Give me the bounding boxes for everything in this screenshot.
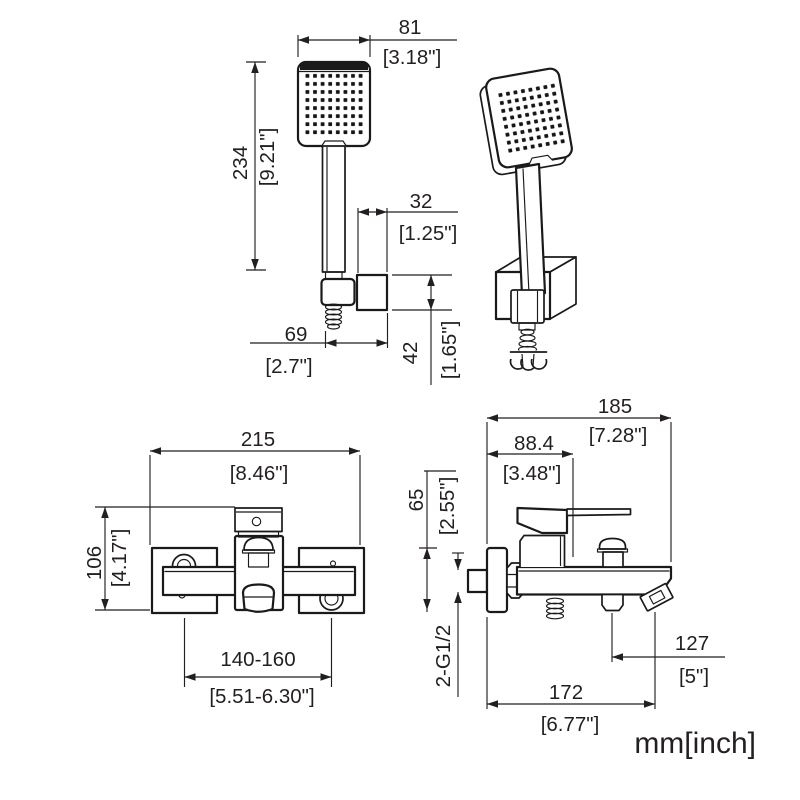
inlet-centers-mm: 140-160 [220, 648, 295, 671]
body-height-in: [4.17"] [108, 529, 131, 588]
dim-total-height: 234 [9.21"] [229, 61, 279, 271]
shower-head [296, 60, 372, 148]
inlet-centers-in: [5.51-6.30"] [209, 685, 314, 708]
hose-coil [324, 303, 343, 330]
diverter-knob [596, 537, 629, 568]
dim-inlet-thread: 2-G1/2 [432, 552, 464, 697]
dim-head-width: 81 [3.18"] [297, 16, 457, 69]
handle-depth-in: [3.48"] [503, 462, 562, 485]
lever-handle-side [516, 506, 632, 535]
shower-handle [321, 145, 346, 280]
diverter-reach-mm: 127 [675, 632, 709, 655]
plate-height-in: [2.55"] [436, 477, 459, 536]
hose-connector-3d [517, 322, 538, 354]
shower-head-3d [479, 67, 573, 176]
total-width-mm: 215 [241, 428, 275, 451]
shower-handle-3d [514, 162, 547, 297]
total-height-mm: 234 [229, 146, 252, 180]
diverter-pull [601, 593, 624, 612]
inlet-stub [466, 568, 489, 594]
mixer-side-view: 185 [7.28"] 88.4 [3.48"] 65 [2.55"] [405, 395, 725, 736]
shower-head-top-band [300, 63, 368, 70]
hand-shower-front-view: 81 [3.18"] 234 [9.21"] 32 [1.25"] [229, 16, 461, 385]
plate-height-mm: 65 [405, 489, 428, 512]
dim-body-height: 106 [4.17"] [83, 506, 235, 611]
spout-reach-mm: 172 [549, 681, 583, 704]
dim-holder-width: 32 [1.25"] [357, 190, 458, 273]
holder-width-mm: 32 [410, 190, 433, 213]
dim-handle-depth: 88.4 [3.48"] [487, 432, 574, 557]
shower-outlet-coil [545, 597, 565, 620]
dim-total-depth: 185 [7.28"] [486, 395, 672, 562]
spout-front [241, 583, 276, 613]
dim-holder-height: 42 [1.65"] [392, 274, 461, 385]
spout-reach-in: [6.77"] [541, 713, 600, 736]
lever-handle-front [234, 507, 283, 568]
head-width-mm: 81 [399, 16, 422, 39]
holder-clamp-3d [510, 289, 545, 324]
units-label: mm[inch] [634, 727, 756, 760]
spray-nozzle-grid [304, 71, 364, 135]
hose-clearance-mm: 69 [285, 323, 308, 346]
head-width-in: [3.18"] [383, 46, 442, 69]
inlet-thread-label: 2-G1/2 [432, 625, 455, 688]
holder-height-in: [1.65"] [438, 321, 461, 380]
spout-outlet [639, 582, 674, 612]
total-height-in: [9.21"] [256, 128, 279, 187]
holder-width-in: [1.25"] [399, 222, 458, 245]
dim-inlet-centers: 140-160 [5.51-6.30"] [183, 618, 333, 708]
mixer-front-view: 215 [8.46"] 106 [4.17"] 140-160 [5.51-6.… [83, 428, 366, 708]
dim-spout-reach: 172 [6.77"] [486, 612, 656, 736]
diverter-reach-in: [5"] [679, 665, 709, 688]
hand-shower-perspective-view [479, 67, 577, 371]
wall-escutcheon [485, 546, 509, 614]
dim-diverter-reach: 127 [5"] [611, 613, 725, 688]
handle-depth-mm: 88.4 [514, 432, 554, 455]
hose-nut-3d [509, 350, 548, 371]
dim-total-width: 215 [8.46"] [149, 428, 361, 545]
total-depth-mm: 185 [598, 395, 632, 418]
holder-height-mm: 42 [399, 342, 422, 365]
total-width-in: [8.46"] [230, 462, 289, 485]
total-depth-in: [7.28"] [589, 424, 648, 447]
dim-plate-height: 65 [2.55"] [405, 470, 459, 612]
mixer-body-side [515, 534, 673, 596]
body-height-mm: 106 [83, 546, 106, 580]
spray-nozzle-grid-3d [495, 80, 567, 156]
dim-hose-clearance: 69 [2.7"] [250, 313, 389, 378]
hose-clearance-in: [2.7"] [265, 355, 312, 378]
